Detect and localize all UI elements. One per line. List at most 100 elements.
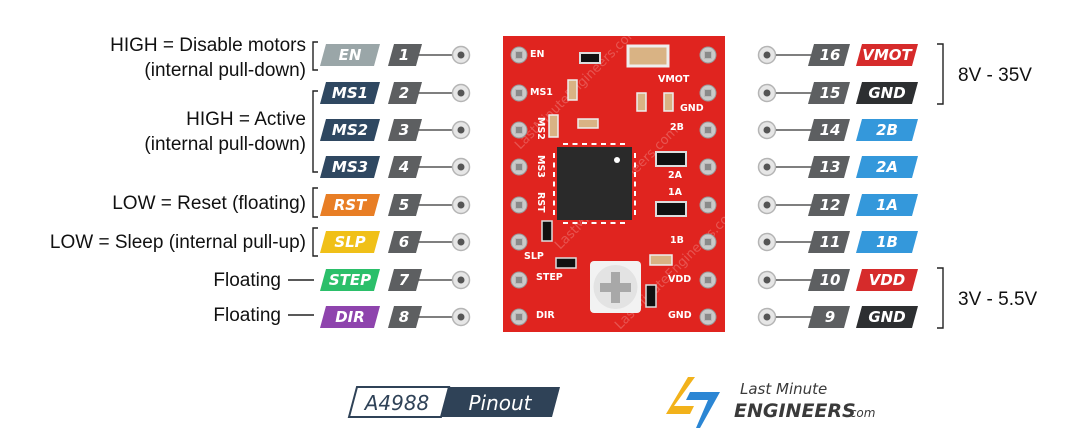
chip-pin — [563, 222, 568, 224]
a4988-chip — [553, 143, 636, 224]
left-pad-7 — [510, 271, 528, 289]
pin-label-box — [856, 269, 918, 291]
pin-number-box — [808, 82, 850, 104]
logo-line1: Last Minute — [740, 380, 827, 398]
chip-pin — [582, 143, 587, 145]
pin-hole-icon — [457, 276, 465, 284]
pad-square-icon — [515, 126, 523, 134]
pad-square-icon — [515, 89, 523, 97]
pin-label: MS1 — [332, 84, 368, 102]
pad-square-icon — [704, 313, 712, 321]
left-pad-5 — [510, 196, 528, 214]
pin-label-box — [856, 119, 918, 141]
silk-en: EN — [530, 49, 544, 60]
chip-pin — [620, 143, 625, 145]
pad-square-icon — [515, 276, 523, 284]
chip-pin — [634, 181, 636, 187]
chip-pin — [553, 200, 555, 206]
pin-number: 10 — [820, 271, 841, 289]
capacitor-1 — [567, 79, 578, 101]
pin-number: 5 — [399, 196, 409, 214]
chip-pin — [553, 162, 555, 168]
capacitor-6 — [649, 254, 673, 266]
en-desc-line2: (internal pull-down) — [144, 60, 306, 81]
pin-number: 13 — [820, 158, 841, 176]
pin-number-box — [808, 119, 850, 141]
capacitor-3 — [663, 92, 674, 112]
pad-square-icon — [704, 238, 712, 246]
left-pad-3 — [510, 121, 528, 139]
pin-number: 8 — [399, 308, 409, 326]
chip-pin — [601, 222, 606, 224]
pin-label-box — [320, 44, 380, 66]
pin-label-box — [320, 119, 380, 141]
chip-pin — [553, 191, 555, 196]
left-pad-4 — [510, 158, 528, 176]
pin-number-box — [808, 231, 850, 253]
left-pad-2 — [510, 84, 528, 102]
a4988-board: LastMinuteEngineers.com LastMinuteEngine… — [503, 23, 742, 333]
ms-desc-line1: HIGH = Active — [186, 109, 306, 130]
dir-desc: Floating — [213, 305, 281, 326]
chip-pin1-marker — [614, 157, 620, 163]
pin-number-box — [808, 306, 850, 328]
pin-number-box — [388, 119, 422, 141]
chip-pin — [582, 222, 587, 224]
pin-label: 2A — [876, 158, 898, 176]
chip-pin — [601, 143, 606, 145]
pad-square-icon — [515, 238, 523, 246]
pin-number: 3 — [399, 121, 409, 139]
motor-voltage-range: 8V - 35V — [958, 65, 1032, 86]
left-pin-rst: RST 5 — [320, 194, 471, 216]
right-pad-8 — [699, 308, 717, 326]
silk-gnd-top: GND — [680, 103, 704, 114]
pin-number-box — [388, 156, 422, 178]
pin-number: 16 — [820, 46, 841, 64]
capacitor-4 — [548, 114, 559, 138]
pin-number: 11 — [820, 233, 841, 251]
resistor-1 — [579, 52, 601, 64]
pin-label: RST — [334, 196, 368, 214]
resistor-3 — [555, 257, 577, 269]
ms-desc-line2: (internal pull-down) — [144, 134, 306, 155]
pin-label-box — [320, 269, 380, 291]
pin-hole-icon — [763, 313, 771, 321]
right-pad-3 — [699, 121, 717, 139]
pin-number-box — [388, 306, 422, 328]
pin-label: GND — [868, 308, 905, 326]
silk-2a: 2A — [668, 170, 683, 181]
chip-pin — [634, 153, 636, 158]
pin-number: 12 — [820, 196, 841, 214]
pad-square-icon — [515, 201, 523, 209]
left-pad-6 — [510, 233, 528, 251]
logic-voltage-range: 3V - 5.5V — [958, 289, 1038, 310]
silk-dir: DIR — [536, 310, 555, 321]
pin-number-box — [808, 44, 850, 66]
pin-label: 2B — [876, 121, 898, 139]
rst-desc: LOW = Reset (floating) — [112, 193, 306, 214]
pin-label: EN — [339, 46, 362, 64]
chip-pin — [634, 172, 636, 177]
pin-hole-icon — [763, 276, 771, 284]
chip-pin — [610, 143, 616, 145]
logo-bolt-right-icon — [686, 392, 720, 428]
pin-label-box — [856, 194, 918, 216]
silk-vmot: VMOT — [658, 74, 690, 85]
pin-label-box — [856, 44, 918, 66]
title-chip: A4988 — [363, 391, 430, 415]
silk-ms1: MS1 — [530, 87, 553, 98]
pin-label: SLP — [334, 233, 365, 251]
pin-hole-icon — [763, 51, 771, 59]
pin-number-box — [388, 269, 422, 291]
pad-square-icon — [704, 276, 712, 284]
